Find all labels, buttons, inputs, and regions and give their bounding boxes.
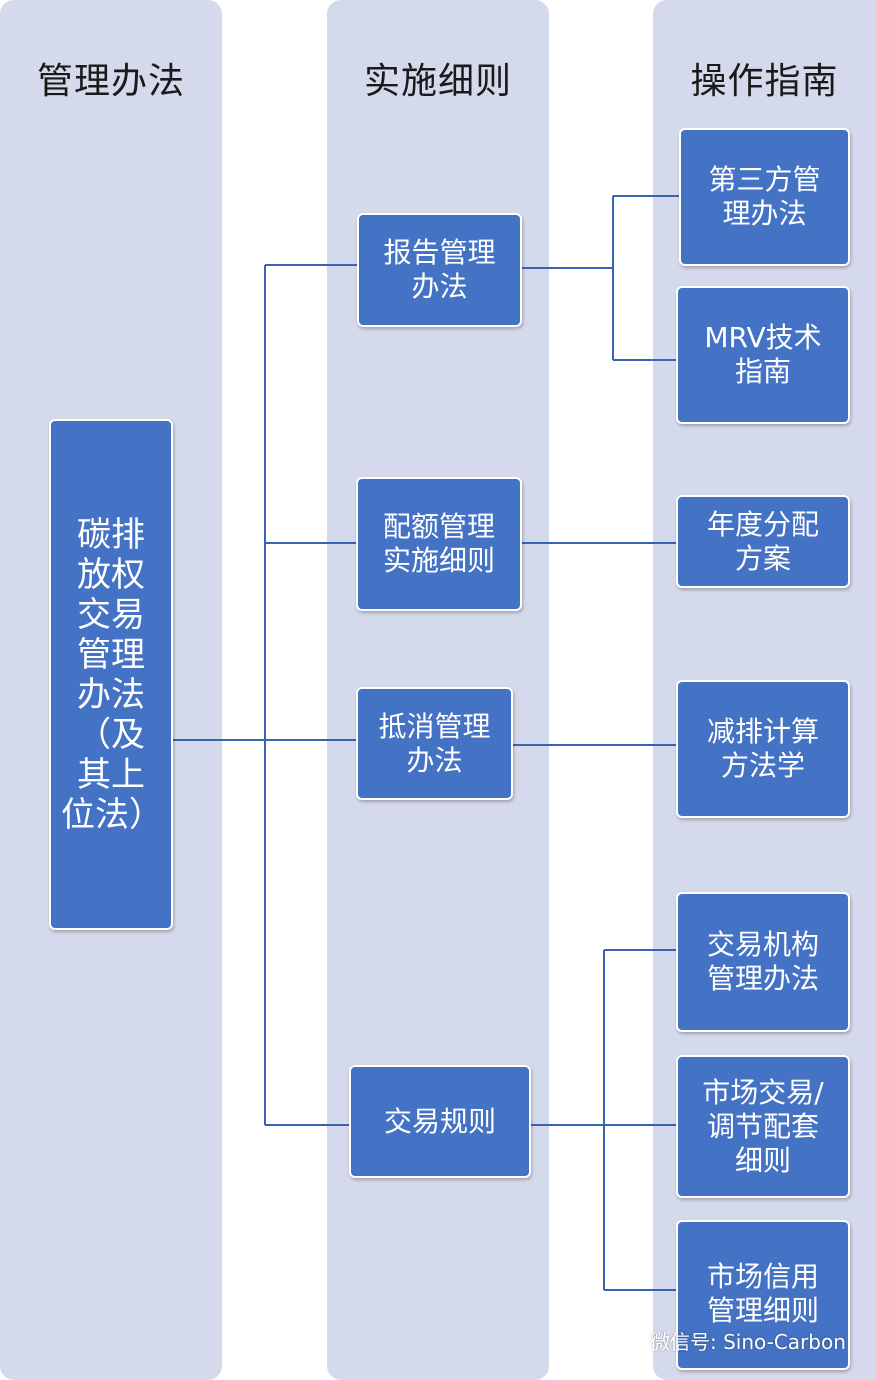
report-management-box: 报告管理 办法	[357, 213, 522, 327]
trading-rules-label: 交易规则	[383, 1104, 496, 1138]
reduction-methodology-label: 减排计算 方法学	[706, 715, 819, 782]
offset-management-box: 抵消管理 办法	[356, 687, 513, 800]
trading-rules-box: 交易规则	[349, 1065, 531, 1178]
mrv-guide-box: MRV技术 指南	[676, 286, 850, 424]
quota-management-box: 配额管理 实施细则	[356, 477, 522, 611]
annual-allocation-box: 年度分配 方案	[676, 495, 850, 588]
column-title-operation: 操作指南	[690, 61, 839, 102]
column-title-management: 管理办法	[36, 61, 185, 102]
reduction-methodology-box: 减排计算 方法学	[676, 680, 850, 818]
market-trading-box: 市场交易/ 调节配套 细则	[676, 1055, 850, 1198]
quota-management-label: 配额管理 实施细则	[382, 510, 495, 577]
watermark-text: 微信号: Sino-Carbon	[650, 1330, 846, 1354]
third-party-label: 第三方管 理办法	[708, 163, 821, 230]
column-title-implementation: 实施细则	[363, 61, 512, 102]
report-management-label: 报告管理 办法	[383, 236, 496, 303]
trading-institution-label: 交易机构 管理办法	[706, 928, 819, 995]
watermark: 微信号: Sino-Carbon	[612, 1326, 846, 1355]
third-party-box: 第三方管 理办法	[679, 128, 850, 266]
market-credit-box: 市场信用 管理细则	[676, 1220, 850, 1370]
offset-management-label: 抵消管理 办法	[378, 709, 491, 777]
market-trading-label: 市场交易/ 调节配套 细则	[702, 1075, 824, 1177]
main-regulation-box: 碳排 放权 交易 管理 办法 （及 其上 位法）	[49, 419, 173, 930]
mrv-guide-label: MRV技术 指南	[704, 321, 822, 388]
main-regulation-label: 碳排 放权 交易 管理 办法 （及 其上 位法）	[61, 514, 163, 835]
annual-allocation-label: 年度分配 方案	[706, 507, 819, 575]
wechat-icon	[613, 1329, 642, 1351]
trading-institution-box: 交易机构 管理办法	[676, 892, 850, 1032]
market-credit-label: 市场信用 管理细则	[706, 1260, 819, 1327]
